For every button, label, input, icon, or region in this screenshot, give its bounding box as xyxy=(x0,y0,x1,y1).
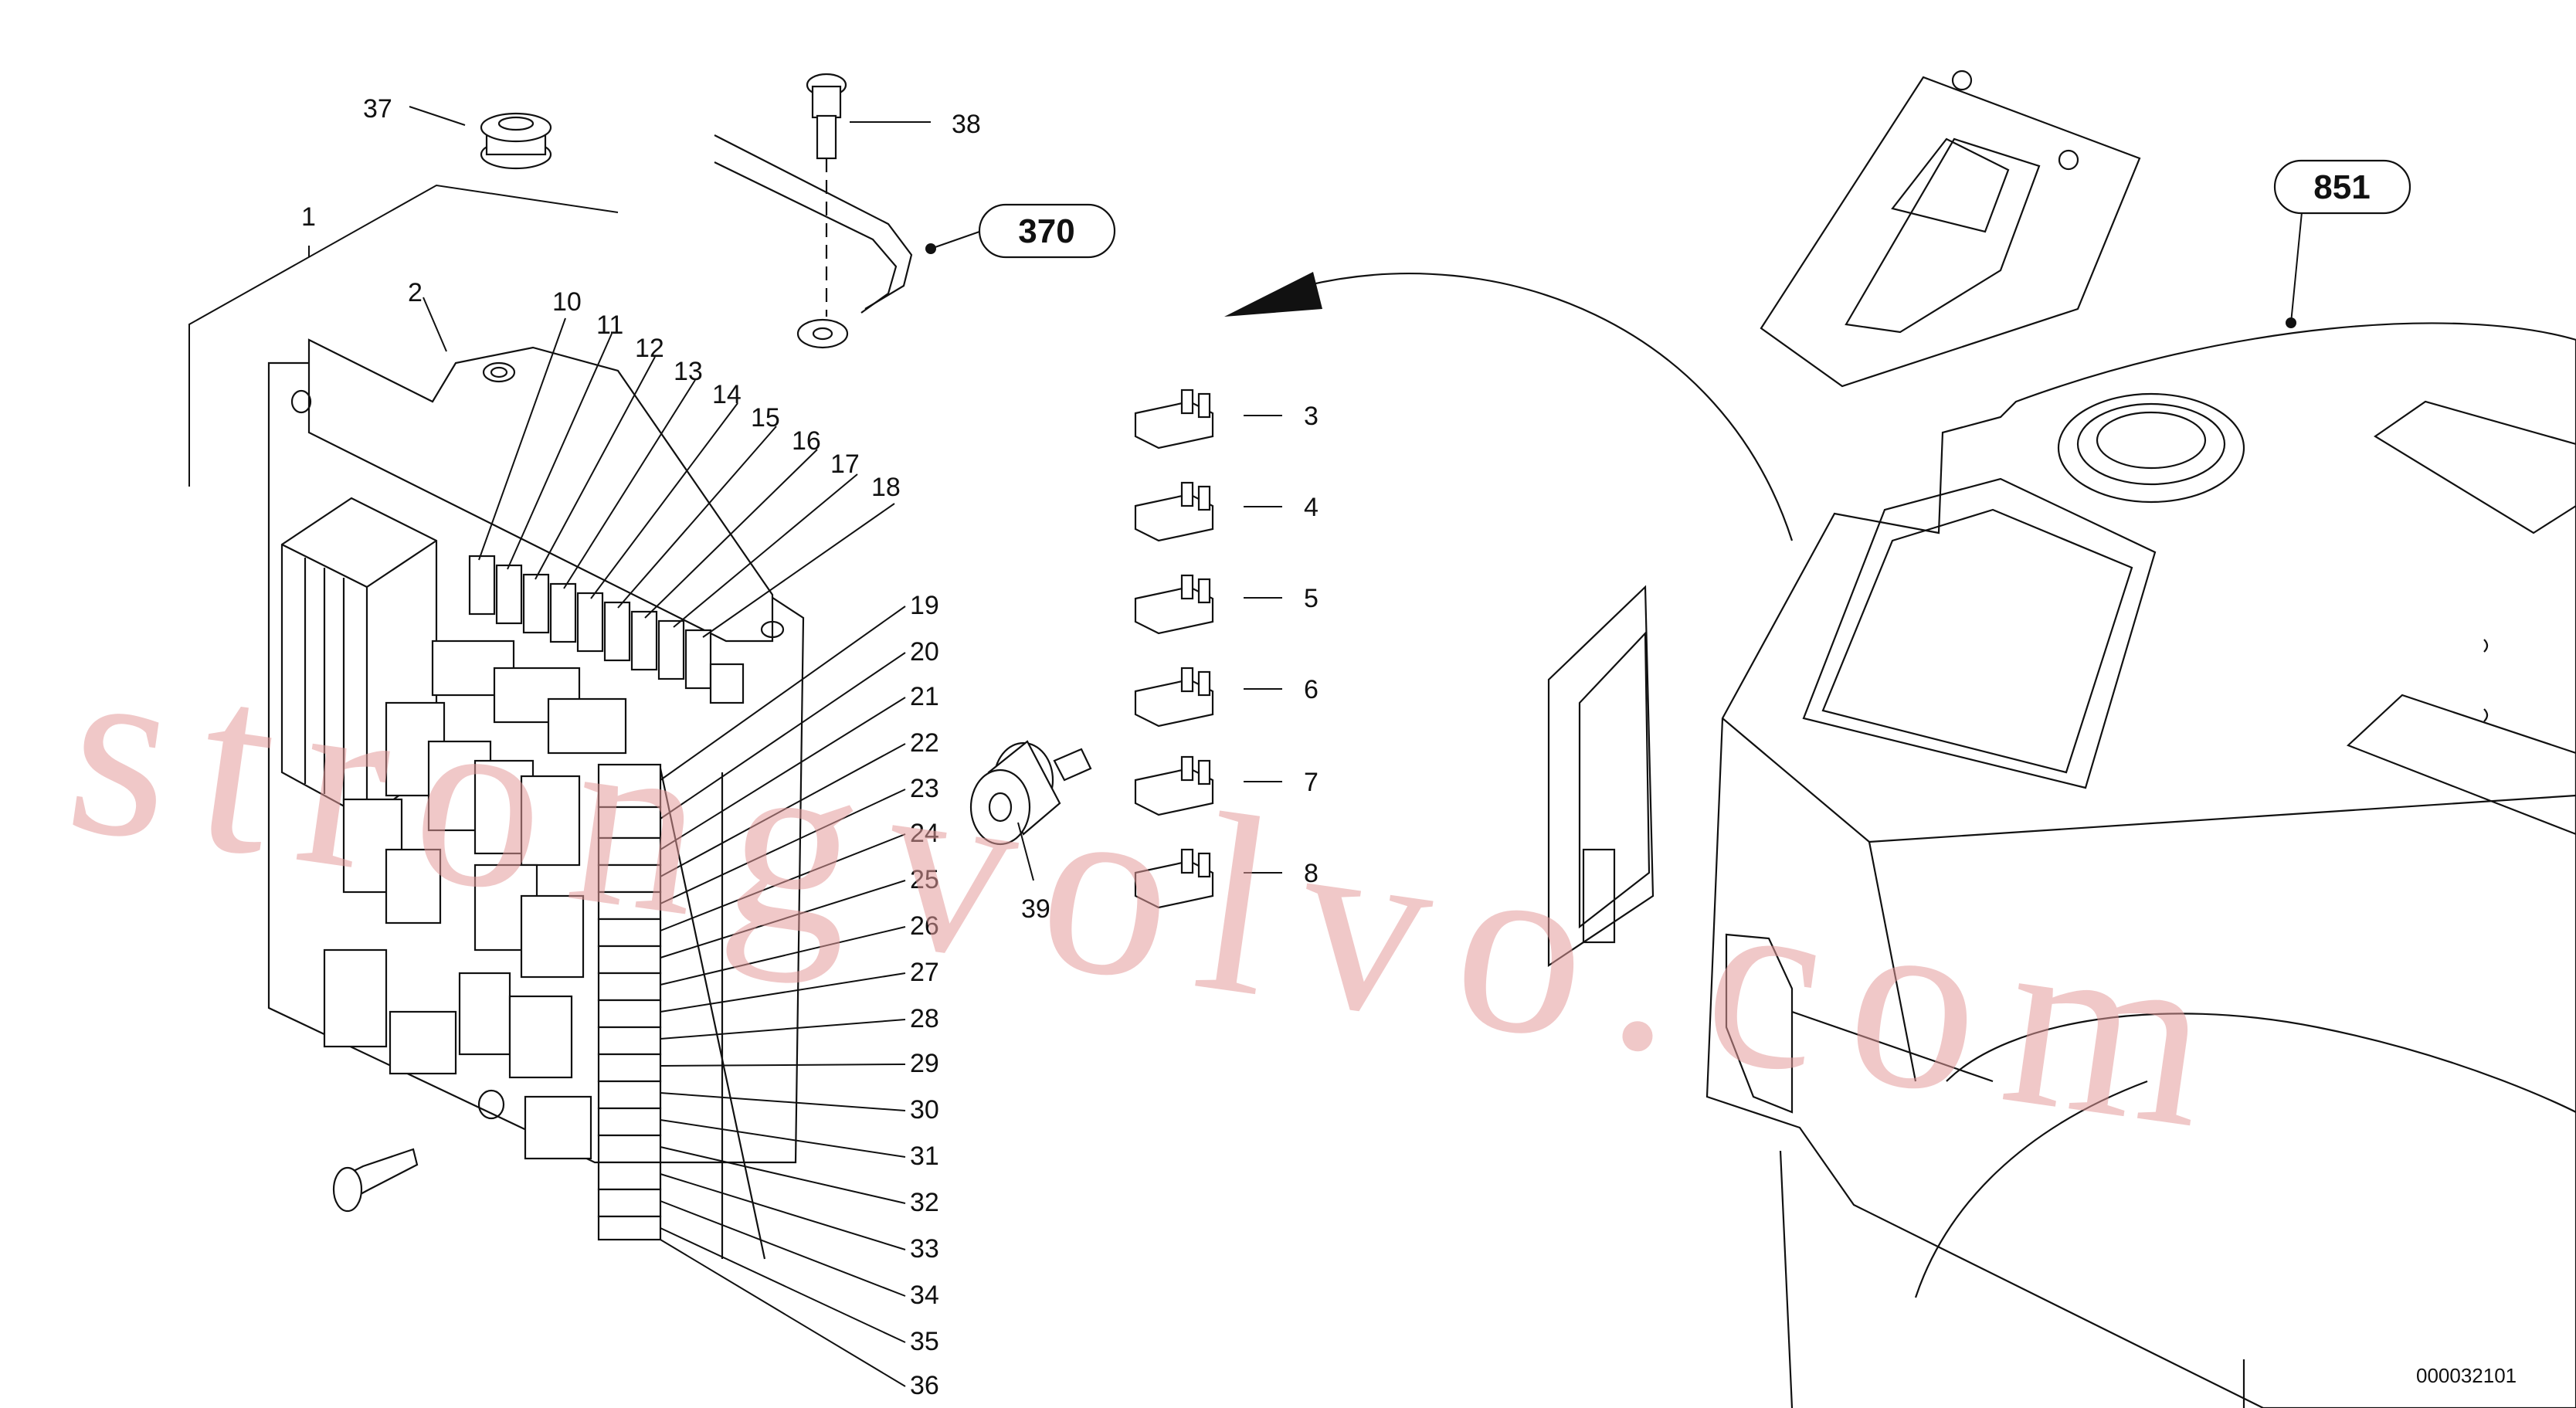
callout-24: 24 xyxy=(910,819,939,848)
callout-23: 23 xyxy=(910,774,939,803)
callout-3: 3 xyxy=(1304,402,1319,431)
callout-15: 15 xyxy=(751,403,780,433)
distribution-box-assembly xyxy=(188,184,805,1260)
callout-18: 18 xyxy=(871,473,901,502)
callout-6: 6 xyxy=(1304,675,1319,704)
callout-1: 1 xyxy=(301,202,316,232)
callout-8: 8 xyxy=(1304,859,1319,888)
callout-26: 26 xyxy=(910,911,939,941)
callout-39: 39 xyxy=(1021,894,1050,924)
ref-bubble-851: 851 xyxy=(2273,159,2411,215)
callout-2: 2 xyxy=(408,278,423,307)
ref-370-label: 370 xyxy=(1018,212,1074,250)
callout-10: 10 xyxy=(552,287,582,317)
callout-32: 32 xyxy=(910,1188,939,1217)
callout-14: 14 xyxy=(712,380,742,409)
callout-11: 11 xyxy=(596,310,623,340)
callout-35: 35 xyxy=(910,1327,939,1356)
callout-33: 33 xyxy=(910,1234,939,1264)
leader-lines xyxy=(409,106,2303,1387)
direction-arrow xyxy=(1224,272,1794,541)
connector-cluster xyxy=(323,640,627,1160)
callout-29: 29 xyxy=(910,1049,939,1078)
callout-12: 12 xyxy=(635,334,664,363)
upper-fuse-row xyxy=(468,555,745,704)
ground-screw-and-cable xyxy=(714,73,913,349)
grommet-37 xyxy=(480,112,552,170)
damper-39 xyxy=(969,740,1092,846)
callout-22: 22 xyxy=(910,728,939,758)
ref-851-label: 851 xyxy=(2313,168,2370,206)
callout-38: 38 xyxy=(952,110,981,139)
callout-21: 21 xyxy=(910,682,939,711)
cab-console-housing xyxy=(1547,70,2576,1408)
callout-13: 13 xyxy=(674,357,703,386)
ref-bubble-370: 370 xyxy=(978,203,1116,259)
callout-37: 37 xyxy=(363,94,392,124)
callout-labels: 37 38 1 2 10 11 12 13 14 15 16 17 18 19 … xyxy=(301,94,1319,1400)
callout-36: 36 xyxy=(910,1371,939,1400)
loose-fuses xyxy=(1134,388,1214,909)
callout-19: 19 xyxy=(910,591,939,620)
callout-17: 17 xyxy=(830,450,860,479)
callout-31: 31 xyxy=(910,1142,939,1171)
callout-7: 7 xyxy=(1304,768,1319,797)
callout-25: 25 xyxy=(910,865,939,894)
callout-27: 27 xyxy=(910,958,939,987)
callout-30: 30 xyxy=(910,1095,939,1125)
callout-28: 28 xyxy=(910,1004,939,1033)
countersunk-screw xyxy=(332,1148,419,1213)
drawing-number: 000032101 xyxy=(2416,1364,2517,1387)
callout-34: 34 xyxy=(910,1281,939,1310)
callout-16: 16 xyxy=(792,426,821,456)
callout-5: 5 xyxy=(1304,584,1319,613)
callout-20: 20 xyxy=(910,637,939,667)
callout-4: 4 xyxy=(1304,493,1319,522)
vertical-fuse-stack xyxy=(597,763,766,1260)
